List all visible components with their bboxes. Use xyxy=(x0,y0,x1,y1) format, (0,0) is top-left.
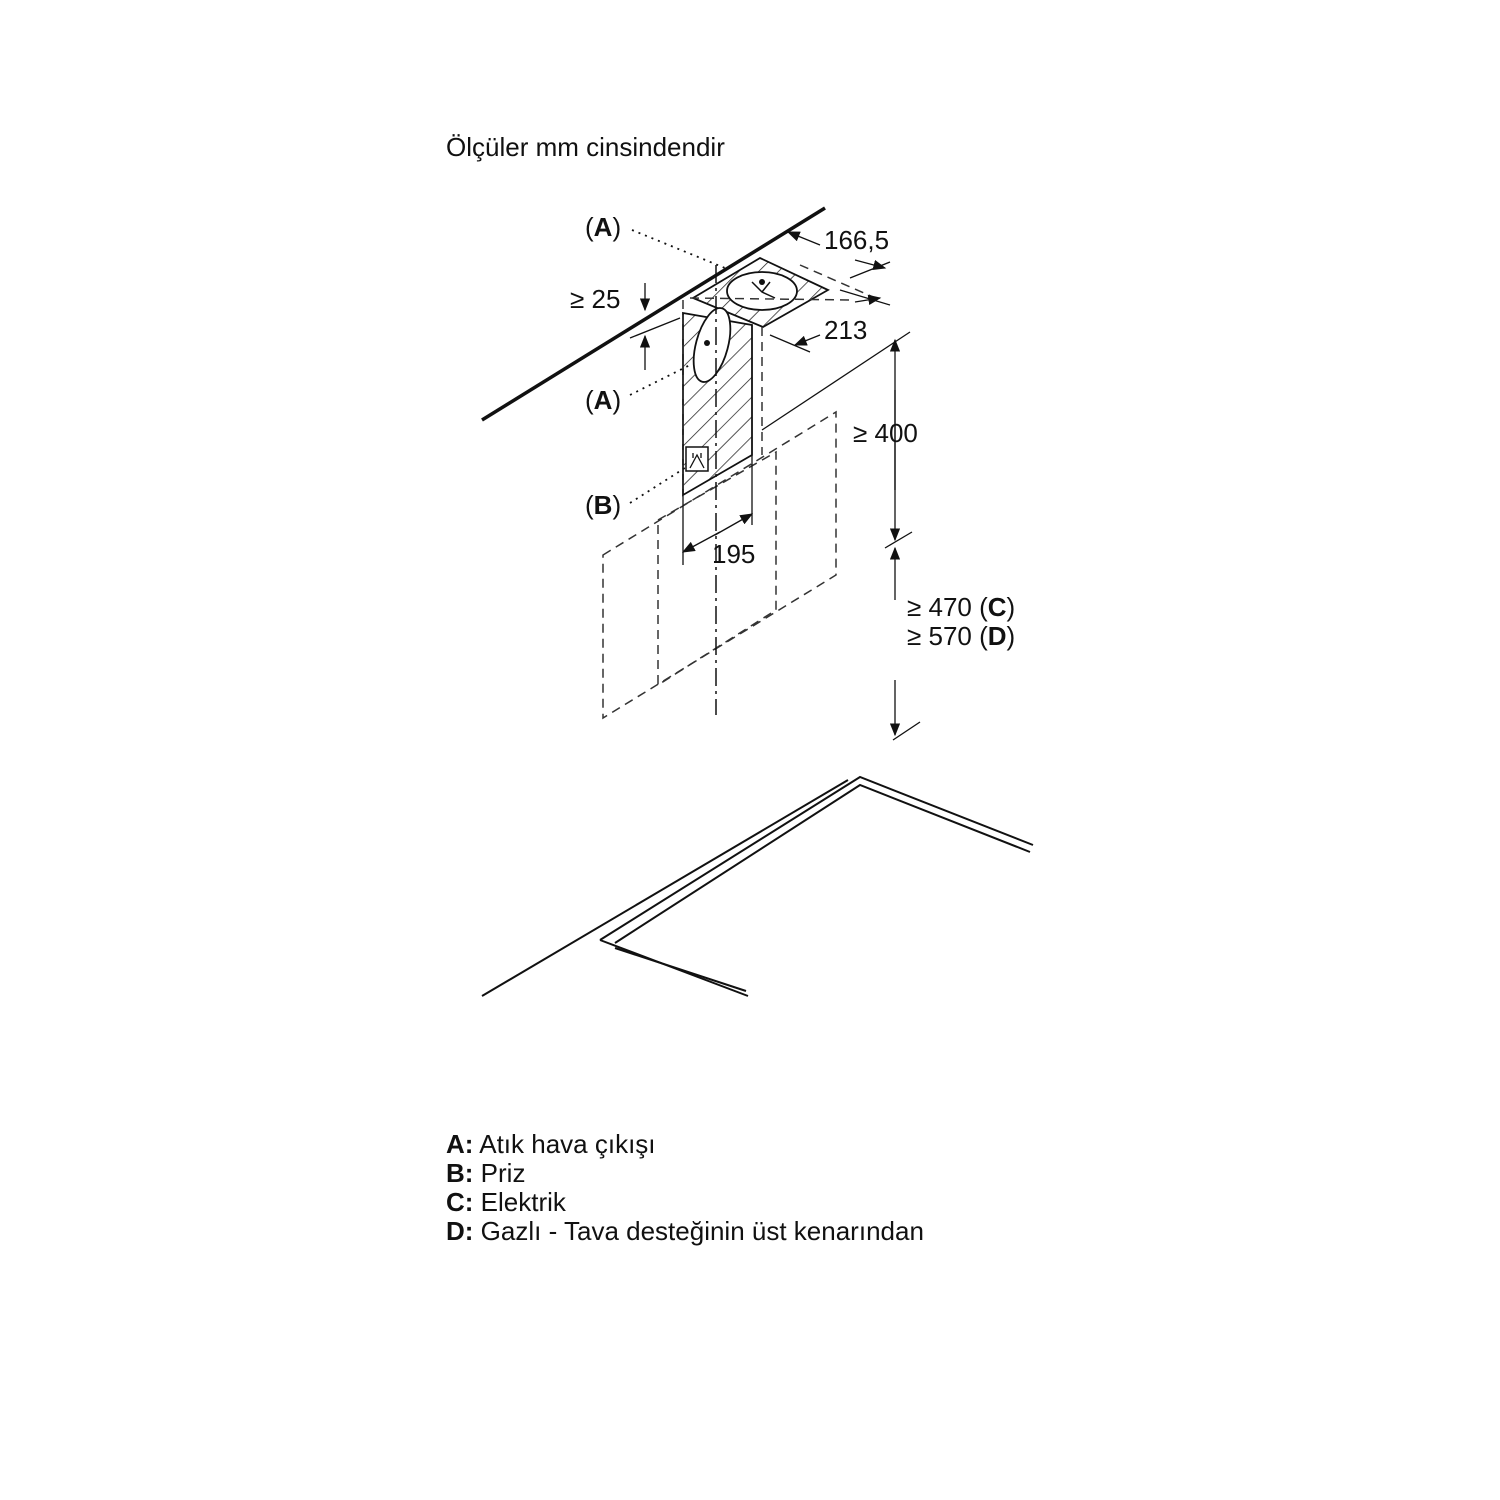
legend: A: Atık hava çıkışı B: Priz C: Elektrik … xyxy=(446,1130,924,1246)
socket-icon xyxy=(685,446,709,472)
dim-470: ≥ 470 (C) xyxy=(907,592,1016,622)
dim-400: ≥ 400 xyxy=(853,418,918,448)
label-b: (B) xyxy=(585,490,622,520)
legend-item: C: Elektrik xyxy=(446,1187,566,1217)
legend-item: D: Gazlı - Tava desteğinin üst kenarında… xyxy=(446,1216,924,1246)
label-a-wall: (A) xyxy=(585,385,622,415)
dim-166-5: 166,5 xyxy=(824,225,890,255)
legend-item: B: Priz xyxy=(446,1158,526,1188)
cooktop xyxy=(481,775,1034,997)
dim-25: ≥ 25 xyxy=(570,284,621,314)
wall-air-outlet xyxy=(692,307,732,383)
dim-213: 213 xyxy=(824,315,868,345)
dim-570: ≥ 570 (D) xyxy=(907,621,1016,651)
page-title: Ölçüler mm cinsindendir xyxy=(446,132,725,162)
ceiling-line xyxy=(481,206,826,422)
dim-195: 195 xyxy=(712,539,756,569)
legend-item: A: Atık hava çıkışı xyxy=(446,1129,656,1159)
label-a-ceiling: (A) xyxy=(585,212,622,242)
